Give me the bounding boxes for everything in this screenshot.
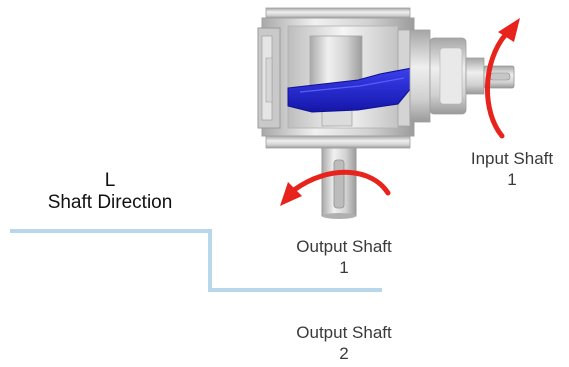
shaft-direction-text: Shaft Direction (47, 192, 173, 213)
shaft-direction-code: L (104, 170, 116, 191)
output-shaft-1 (321, 147, 357, 219)
input-shaft-1-name: Input Shaft (470, 149, 554, 168)
output-shaft-2-number: 2 (339, 344, 349, 363)
input-shaft-housing (409, 29, 485, 123)
output-shaft-1-label: Output Shaft 1 (274, 236, 414, 278)
input-shaft-1-number: 1 (507, 170, 517, 189)
output-shaft-1-name: Output Shaft (296, 237, 392, 256)
shaft-direction-line (10, 229, 382, 292)
curved-arrow-up-icon (485, 18, 520, 139)
output-shaft-1-number: 1 (339, 258, 349, 277)
output-shaft-2-name: Output Shaft (296, 323, 392, 342)
bevel-gear (287, 67, 417, 113)
shaft-direction-label: L Shaft Direction (20, 170, 200, 214)
input-shaft-1-label: Input Shaft 1 (446, 148, 569, 190)
curved-arrow-left-icon (280, 169, 391, 206)
output-shaft-2-label: Output Shaft 2 (274, 322, 414, 364)
